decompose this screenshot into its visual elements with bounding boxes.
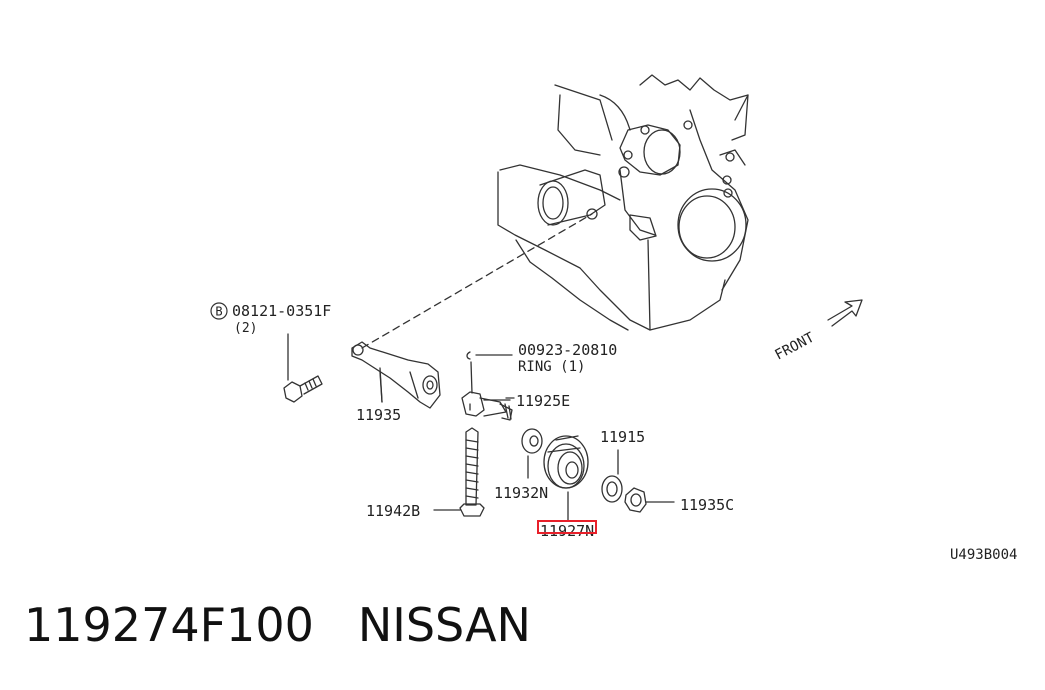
label-bolt-part: 08121-0351F — [232, 302, 331, 320]
callout-letter: B — [215, 305, 222, 319]
front-arrow — [827, 299, 863, 327]
spacer — [521, 428, 543, 479]
engine-block-outline — [497, 74, 749, 331]
brand-name: NISSAN — [357, 598, 531, 652]
figure-code: U493B004 — [950, 547, 1017, 563]
leader-bracket — [379, 371, 383, 403]
label-bolt-qty: (2) — [234, 321, 257, 336]
part-number: 119274F100 — [24, 598, 314, 652]
label-bracket: 11935 — [356, 406, 401, 424]
label-front: FRONT — [772, 329, 817, 363]
dashed-guide-line — [361, 213, 593, 349]
idler-pulley — [543, 435, 589, 521]
label-shaft: 11925E — [516, 392, 570, 410]
pulley-highlight-box — [537, 520, 597, 534]
label-spacer: 11932N — [494, 484, 548, 502]
idler-shaft — [461, 391, 513, 421]
nut — [624, 487, 675, 513]
label-washer: 11915 — [600, 428, 645, 446]
idler-bracket — [351, 341, 441, 409]
label-ring-part: 00923-20810 — [518, 341, 617, 359]
washer — [601, 449, 623, 503]
label-ring-desc: RING (1) — [518, 359, 585, 375]
label-pulley: 11927N — [540, 522, 594, 540]
mounting-bolt — [283, 333, 323, 403]
bolt-callout-marker: B — [210, 302, 228, 320]
caption: 119274F100 NISSAN — [24, 598, 531, 652]
snap-ring — [466, 351, 513, 394]
label-nut: 11935C — [680, 496, 734, 514]
label-long-bolt: 11942B — [366, 502, 420, 520]
long-bolt — [433, 427, 485, 517]
